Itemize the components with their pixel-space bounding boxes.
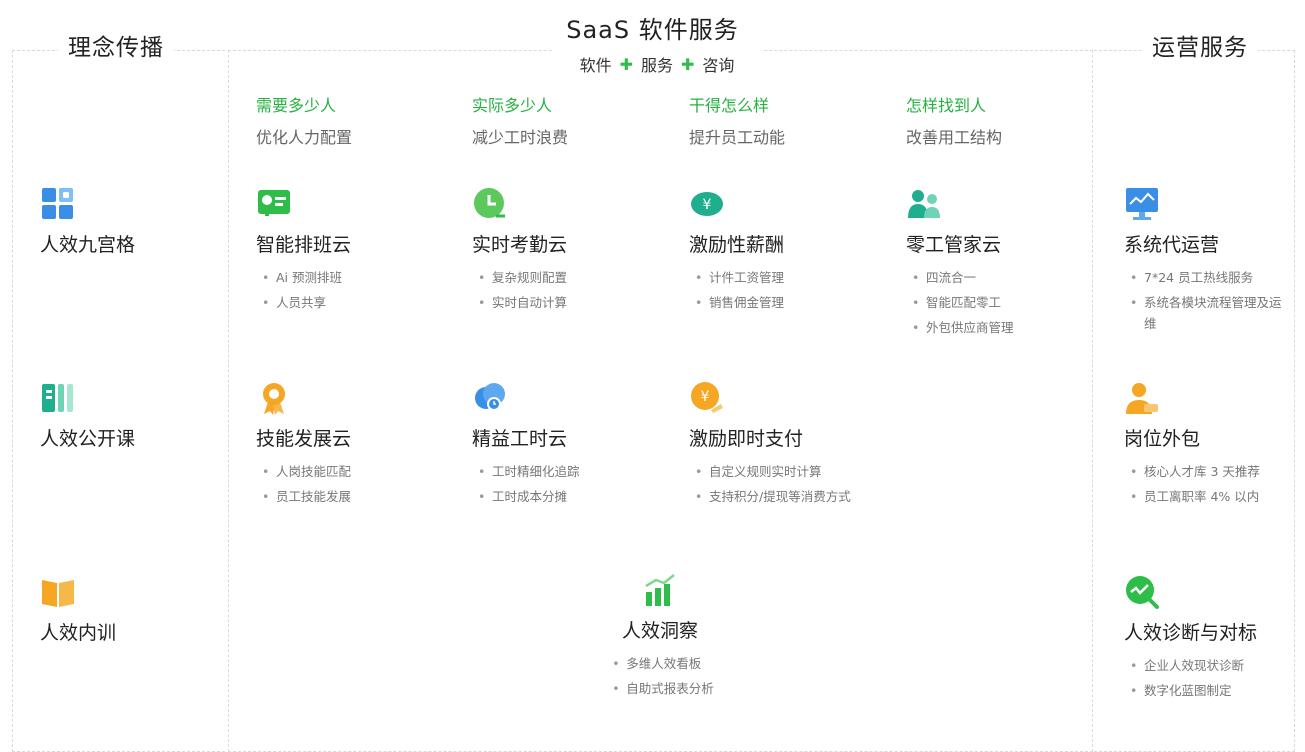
question-subtext: 减少工时浪费 [472,128,569,147]
product-bullets: 工时精细化追踪 工时成本分摊 [472,459,580,509]
yen-pay-icon: ¥ [691,382,723,413]
diagnosis-icon [1126,576,1159,609]
question-subtext: 优化人力配置 [256,128,353,147]
item-bullets: 7*24 员工热线服务 系统各模块流程管理及运维 [1124,265,1284,334]
item-system-operation[interactable]: 系统代运营 7*24 员工热线服务 系统各模块流程管理及运维 [1124,186,1284,334]
yen-coin-icon: ¥ [691,192,723,216]
subtitle-service: 服务 [640,56,673,75]
bullet-item: 数字化蓝图制定 [1124,678,1257,703]
item-open-course[interactable]: 人效公开课 [40,380,135,451]
monitor-icon [1126,188,1158,220]
product-skill-development[interactable]: 技能发展云 人岗技能匹配 员工技能发展 [256,380,351,509]
bullet-item: 销售佣金管理 [689,290,784,315]
medal-icon [263,383,285,415]
item-title: 岗位外包 [1124,428,1201,450]
question-2: 实际多少人 减少工时浪费 [472,92,568,148]
cloud-clock-icon [475,383,505,411]
product-instant-payment[interactable]: ¥ 激励即时支付 自定义规则实时计算 支持积分/提现等消费方式 [689,380,859,507]
worker-icon [1126,383,1158,414]
bullet-item: 人岗技能匹配 [256,459,351,484]
question-heading: 怎样找到人 [906,96,987,115]
bullet-item: 工时成本分摊 [472,484,580,509]
bullet-item: 复杂规则配置 [472,265,567,290]
product-bullets: 自定义规则实时计算 支持积分/提现等消费方式 [689,459,859,507]
question-4: 怎样找到人 改善用工结构 [906,92,1002,148]
subtitle-software: 软件 [579,56,612,75]
bullet-item: 智能匹配零工 [906,290,1014,315]
bullet-item: 外包供应商管理 [906,315,1014,340]
bullet-item: 实时自动计算 [472,290,567,315]
product-title: 人效洞察 [621,620,698,642]
product-bullets: 四流合一 智能匹配零工 外包供应商管理 [906,265,1014,340]
bullet-item: 企业人效现状诊断 [1124,653,1257,678]
bullet-item: 工时精细化追踪 [472,459,580,484]
svg-text:¥: ¥ [701,389,710,405]
question-heading: 干得怎么样 [689,96,770,115]
product-title: 激励即时支付 [689,428,804,450]
product-title: 激励性薪酬 [689,234,785,256]
bullet-item: 7*24 员工热线服务 [1124,265,1284,290]
product-bullets: 计件工资管理 销售佣金管理 [689,265,784,315]
section-title-concept: 理念传播 [58,28,174,62]
product-gig-manager[interactable]: 零工管家云 四流合一 智能匹配零工 外包供应商管理 [906,186,1014,340]
bullet-item: 计件工资管理 [689,265,784,290]
schedule-card-icon [258,190,290,216]
bullet-item: 员工技能发展 [256,484,351,509]
item-bullets: 企业人效现状诊断 数字化蓝图制定 [1124,653,1257,703]
item-title: 人效九宫格 [40,234,136,256]
product-incentive-pay[interactable]: ¥ 激励性薪酬 计件工资管理 销售佣金管理 [689,186,784,315]
item-title: 人效公开课 [40,428,136,450]
bullet-item: 多维人效看板 [606,651,714,676]
bullet-item: 自定义规则实时计算 [689,459,859,484]
grid-icon [42,188,73,219]
item-internal-training[interactable]: 人效内训 [40,574,116,645]
product-bullets: 复杂规则配置 实时自动计算 [472,265,567,315]
bullet-item: 支持积分/提现等消费方式 [689,484,859,507]
product-title: 零工管家云 [906,234,1002,256]
question-subtext: 提升员工动能 [689,128,786,147]
product-lean-hours[interactable]: 精益工时云 工时精细化追踪 工时成本分摊 [472,380,580,509]
bullet-item: Ai 预测排班 [256,265,351,290]
product-title: 技能发展云 [256,428,352,450]
product-title: 精益工时云 [472,428,568,450]
product-title: 实时考勤云 [472,234,568,256]
question-subtext: 改善用工结构 [906,128,1003,147]
bullet-item: 自助式报表分析 [606,676,714,701]
plus-icon: ✚ [681,54,695,74]
plus-icon: ✚ [619,54,633,74]
item-efficiency-diagnosis[interactable]: 人效诊断与对标 企业人效现状诊断 数字化蓝图制定 [1124,574,1257,703]
people-icon [908,190,940,218]
item-title: 人效诊断与对标 [1124,622,1258,644]
book-icon [42,580,74,607]
bullet-item: 四流合一 [906,265,1014,290]
bullet-item: 人员共享 [256,290,351,315]
question-1: 需要多少人 优化人力配置 [256,92,352,148]
svg-text:¥: ¥ [703,197,712,213]
product-realtime-attendance[interactable]: 实时考勤云 复杂规则配置 实时自动计算 [472,186,567,315]
question-heading: 实际多少人 [472,96,553,115]
bullet-item: 员工离职率 4% 以内 [1124,484,1260,509]
saas-subtitle: 软件 ✚ 服务 ✚ 咨询 [552,50,762,78]
section-title-saas: SaaS 软件服务 [522,10,783,45]
clock-icon [474,188,505,218]
item-title: 人效内训 [40,622,117,644]
section-title-operation: 运营服务 [1142,28,1258,62]
product-bullets: Ai 预测排班 人员共享 [256,265,351,315]
question-heading: 需要多少人 [256,96,337,115]
course-icon [42,384,73,412]
product-bullets: 人岗技能匹配 员工技能发展 [256,459,351,509]
item-bullets: 核心人才库 3 天推荐 员工离职率 4% 以内 [1124,459,1260,509]
bullet-item: 核心人才库 3 天推荐 [1124,459,1260,484]
bullet-item: 系统各模块流程管理及运维 [1124,290,1284,334]
item-efficiency-grid[interactable]: 人效九宫格 [40,186,135,257]
product-bullets: 多维人效看板 自助式报表分析 [606,651,714,701]
item-title: 系统代运营 [1124,234,1220,256]
item-job-outsourcing[interactable]: 岗位外包 核心人才库 3 天推荐 员工离职率 4% 以内 [1124,380,1260,509]
question-3: 干得怎么样 提升员工动能 [689,92,785,148]
product-smart-schedule[interactable]: 智能排班云 Ai 预测排班 人员共享 [256,186,351,315]
product-title: 智能排班云 [256,234,352,256]
subtitle-consulting: 咨询 [702,56,735,75]
bar-chart-icon [645,574,675,606]
product-efficiency-insight[interactable]: 人效洞察 多维人效看板 自助式报表分析 [590,572,730,701]
